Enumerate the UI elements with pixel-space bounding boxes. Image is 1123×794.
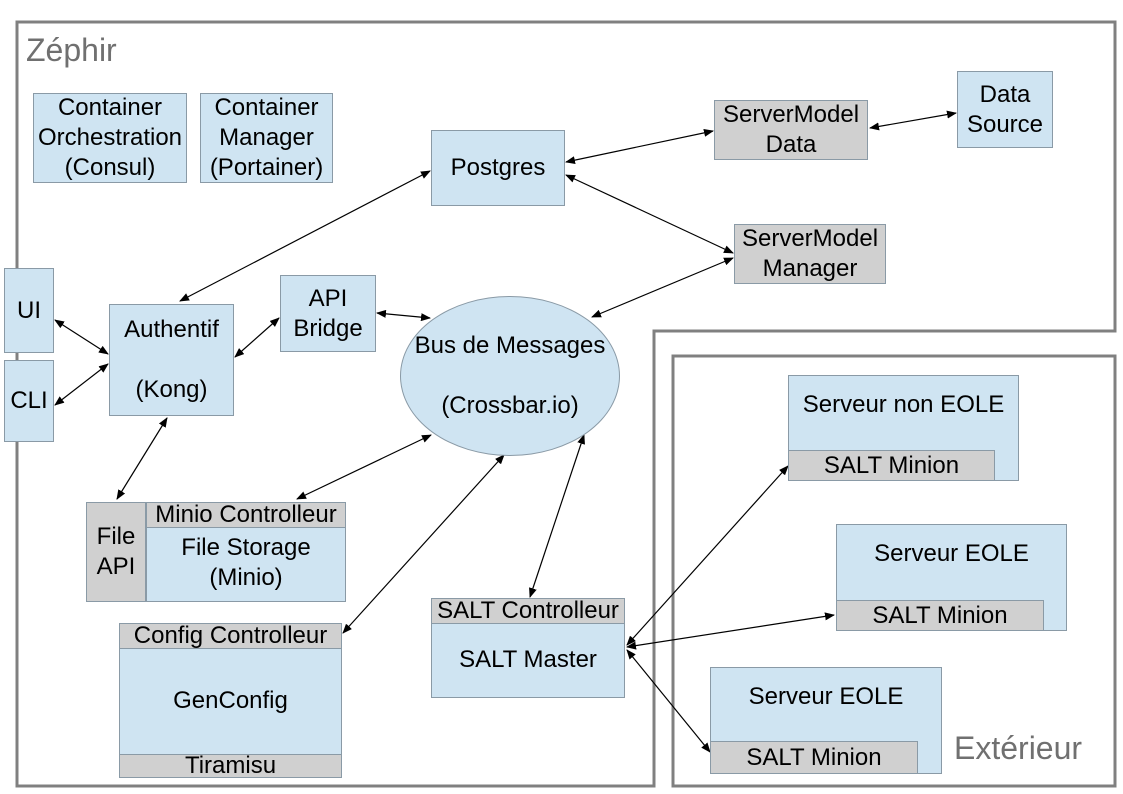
edge-servermodel-data-datasource bbox=[869, 110, 957, 131]
serveur-non-eole-label: Serveur non EOLE bbox=[802, 390, 1005, 418]
edge-authentif-apibridge bbox=[234, 317, 280, 358]
edge-postgres-servermodel-manager bbox=[565, 174, 734, 254]
zephir-label: Zéphir bbox=[26, 32, 117, 68]
salt-controlleur-bar[interactable]: SALT Controlleur bbox=[431, 597, 625, 624]
edge-apibridge-bus bbox=[376, 309, 431, 322]
cli-box[interactable]: CLI bbox=[4, 360, 54, 442]
edge-salt-master-minion-2 bbox=[626, 612, 835, 650]
edge-salt-master-minion-1 bbox=[626, 465, 789, 646]
salt-minion-2-bar[interactable]: SALT Minion bbox=[836, 600, 1044, 631]
container-manager-box[interactable]: Container Manager (Portainer) bbox=[200, 93, 333, 183]
serveur-eole-1-label: Serveur EOLE bbox=[874, 540, 1029, 567]
salt-minion-3-bar[interactable]: SALT Minion bbox=[710, 741, 918, 774]
config-controlleur-bar[interactable]: Config Controlleur bbox=[119, 622, 342, 649]
data-source-box[interactable]: Data Source bbox=[957, 71, 1053, 148]
edge-ui-authentif bbox=[54, 319, 109, 355]
message-bus-ellipse[interactable]: Bus de Messages (Crossbar.io) bbox=[400, 296, 620, 456]
postgres-box[interactable]: Postgres bbox=[431, 130, 565, 206]
edge-bus-minio bbox=[296, 434, 432, 500]
file-api-box[interactable]: File API bbox=[86, 502, 146, 602]
file-storage-label: File Storage (Minio) bbox=[181, 534, 311, 591]
genconfig-label: GenConfig bbox=[173, 686, 288, 714]
zephir-frame bbox=[15, 20, 1117, 788]
servermodel-manager-box[interactable]: ServerModel Manager bbox=[734, 224, 886, 284]
edge-authentif-fileapi bbox=[116, 417, 168, 500]
edge-authentif-postgres bbox=[179, 170, 431, 302]
salt-minion-1-bar[interactable]: SALT Minion bbox=[788, 450, 995, 481]
minio-controlleur-bar[interactable]: Minio Controlleur bbox=[146, 501, 346, 528]
edge-bus-config bbox=[342, 454, 505, 634]
edge-cli-authentif bbox=[54, 363, 109, 406]
edge-postgres-servermodel-data bbox=[565, 128, 714, 165]
edge-bus-salt-master bbox=[529, 434, 585, 598]
edge-salt-master-minion-3 bbox=[626, 649, 711, 753]
api-bridge-box[interactable]: API Bridge bbox=[280, 275, 376, 352]
authentif-box[interactable]: Authentif (Kong) bbox=[109, 304, 234, 416]
exterieur-label: Extérieur bbox=[954, 730, 1083, 766]
edge-servermodel-manager-bus bbox=[591, 257, 734, 318]
salt-master-label: SALT Master bbox=[459, 646, 597, 673]
serveur-eole-2-label: Serveur EOLE bbox=[748, 683, 904, 710]
container-orchestration-box[interactable]: Container Orchestration (Consul) bbox=[33, 93, 187, 183]
ui-box[interactable]: UI bbox=[4, 268, 54, 353]
servermodel-data-box[interactable]: ServerModel Data bbox=[714, 100, 868, 160]
tiramisu-bar[interactable]: Tiramisu bbox=[119, 752, 342, 779]
